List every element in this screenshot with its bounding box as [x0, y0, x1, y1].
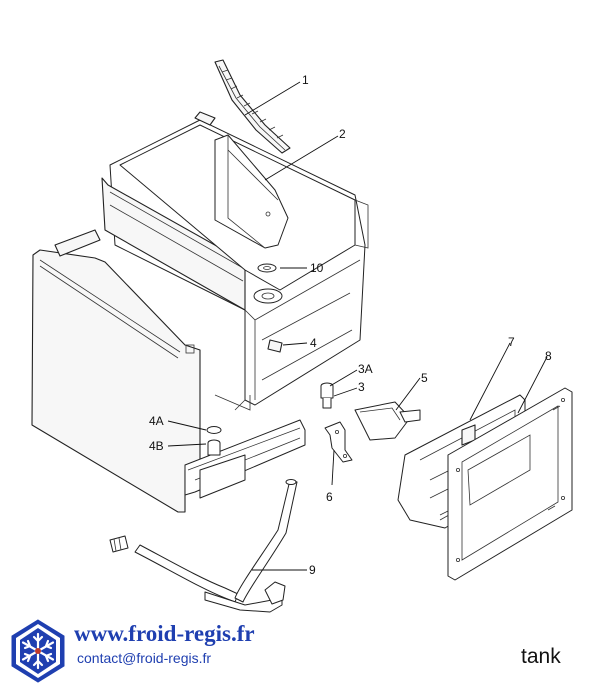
part-3-drain-fitting [320, 382, 334, 409]
label-1: 1 [302, 73, 309, 87]
part-6-bracket [324, 421, 353, 463]
part-10-washer [257, 263, 277, 273]
label-4b: 4B [149, 439, 164, 453]
contact-email-link[interactable]: contact@froid-regis.fr [77, 650, 212, 666]
label-4a: 4A [149, 414, 164, 428]
label-7: 7 [508, 335, 515, 349]
inner-tank [101, 111, 369, 411]
label-2: 2 [339, 127, 346, 141]
part-8-door-frame [447, 387, 573, 581]
label-8: 8 [545, 349, 552, 363]
label-3a: 3A [358, 362, 373, 376]
part-2-deflector [214, 134, 289, 249]
snowflake-logo-icon [11, 619, 65, 683]
label-5: 5 [421, 371, 428, 385]
part-4a-4b-fittings [206, 426, 222, 456]
label-3: 3 [358, 380, 365, 394]
label-4: 4 [310, 336, 317, 350]
leader-lines [167, 81, 548, 571]
label-6: 6 [326, 490, 333, 504]
label-9: 9 [309, 563, 316, 577]
cabinet-housing [31, 229, 306, 513]
part-5-scoop [354, 401, 421, 441]
diagram-caption: tank [521, 645, 561, 668]
label-10: 10 [310, 261, 324, 275]
callout-labels: 1 2 10 4 3A 3 5 4A 4B 6 7 8 9 [149, 73, 552, 577]
part-9-drain-hose [109, 479, 298, 613]
website-link[interactable]: www.froid-regis.fr [74, 621, 255, 646]
part-1-gasket-strip [214, 59, 291, 154]
